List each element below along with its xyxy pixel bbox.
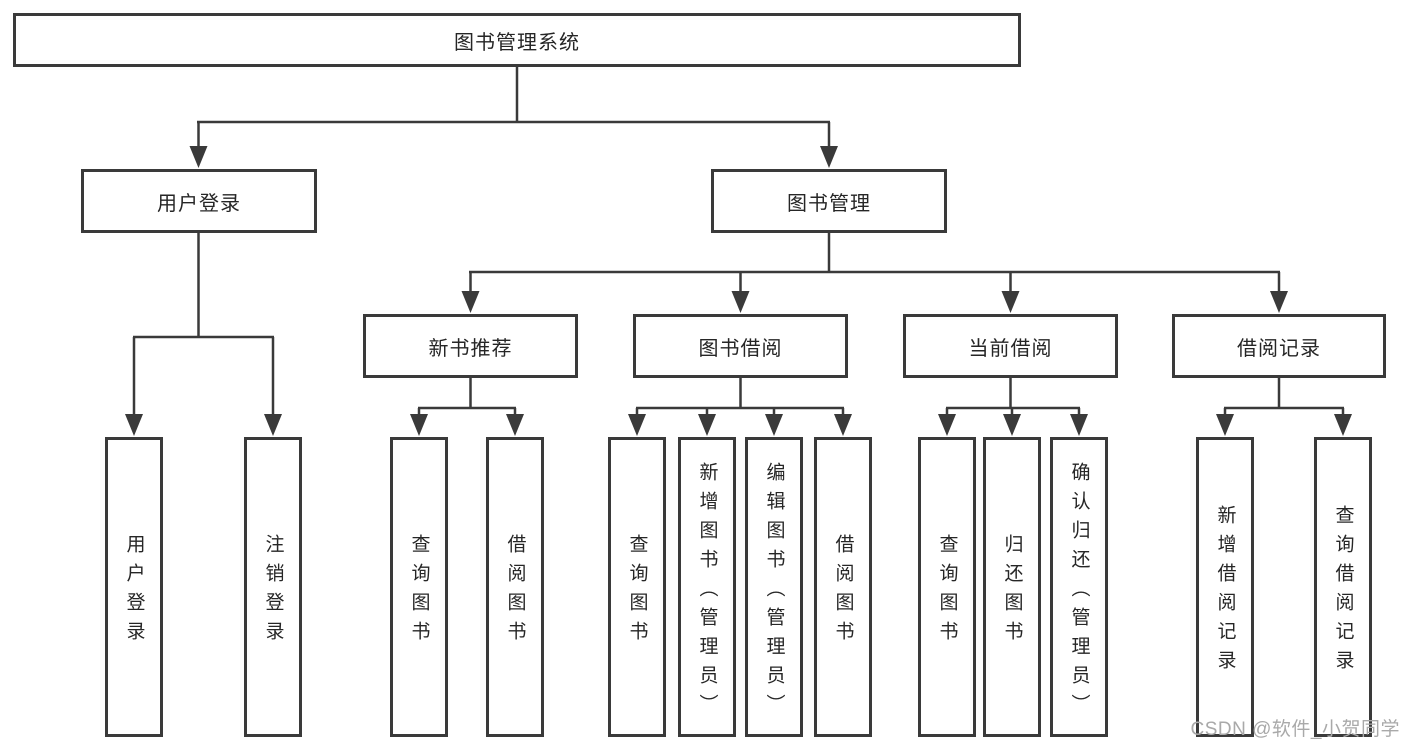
node-label: 借阅图书	[504, 534, 526, 650]
node-label: 查询图书	[936, 534, 958, 650]
leaf-query-books-borrowing: 查询图书	[608, 437, 666, 737]
node-label: 用户登录	[123, 534, 145, 650]
leaf-query-books-recommend: 查询图书	[390, 437, 448, 737]
leaf-user-login: 用户登录	[105, 437, 163, 737]
node-label: 当前借阅	[968, 337, 1053, 360]
leaf-confirm-return-admin: 确认归还（管理员）	[1050, 437, 1108, 737]
leaf-edit-books-admin: 编辑图书（管理员）	[745, 437, 803, 737]
node-label: 新增图书（管理员）	[696, 461, 718, 723]
node-label: 新增借阅记录	[1214, 505, 1236, 679]
leaf-borrow-books: 借阅图书	[814, 437, 872, 737]
node-current-borrowing: 当前借阅	[903, 314, 1118, 378]
node-root-system: 图书管理系统	[13, 13, 1021, 67]
node-label: 注销登录	[262, 534, 284, 650]
leaf-add-borrow-record: 新增借阅记录	[1196, 437, 1254, 737]
connector-path	[132, 67, 1345, 416]
node-label: 新书推荐	[428, 337, 513, 360]
leaf-add-books-admin: 新增图书（管理员）	[678, 437, 736, 737]
leaf-return-books: 归还图书	[983, 437, 1041, 737]
node-borrow-records: 借阅记录	[1172, 314, 1386, 378]
node-label: 用户登录	[157, 192, 241, 215]
node-label: 图书管理	[787, 192, 871, 215]
node-book-management: 图书管理	[711, 169, 947, 233]
leaf-borrow-books-recommend: 借阅图书	[486, 437, 544, 737]
node-label: 图书借阅	[698, 337, 783, 360]
node-label: 查询图书	[626, 534, 648, 650]
arrowhead-icons	[125, 146, 1352, 436]
node-book-borrowing: 图书借阅	[633, 314, 848, 378]
node-label: 借阅记录	[1237, 337, 1321, 360]
node-label: 确认归还（管理员）	[1068, 461, 1090, 723]
node-label: 查询图书	[408, 534, 430, 650]
node-user-login: 用户登录	[81, 169, 317, 233]
node-new-book-recommend: 新书推荐	[363, 314, 578, 378]
node-label: 编辑图书（管理员）	[763, 461, 785, 723]
csdn-watermark: CSDN @软件_小贺同学	[1190, 719, 1400, 740]
node-label: 图书管理系统	[454, 31, 580, 54]
leaf-query-books-current: 查询图书	[918, 437, 976, 737]
leaf-query-borrow-record: 查询借阅记录	[1314, 437, 1372, 737]
node-label: 查询借阅记录	[1332, 505, 1354, 679]
leaf-logout-login: 注销登录	[244, 437, 302, 737]
node-label: 借阅图书	[832, 534, 854, 650]
node-label: 归还图书	[1001, 534, 1023, 650]
